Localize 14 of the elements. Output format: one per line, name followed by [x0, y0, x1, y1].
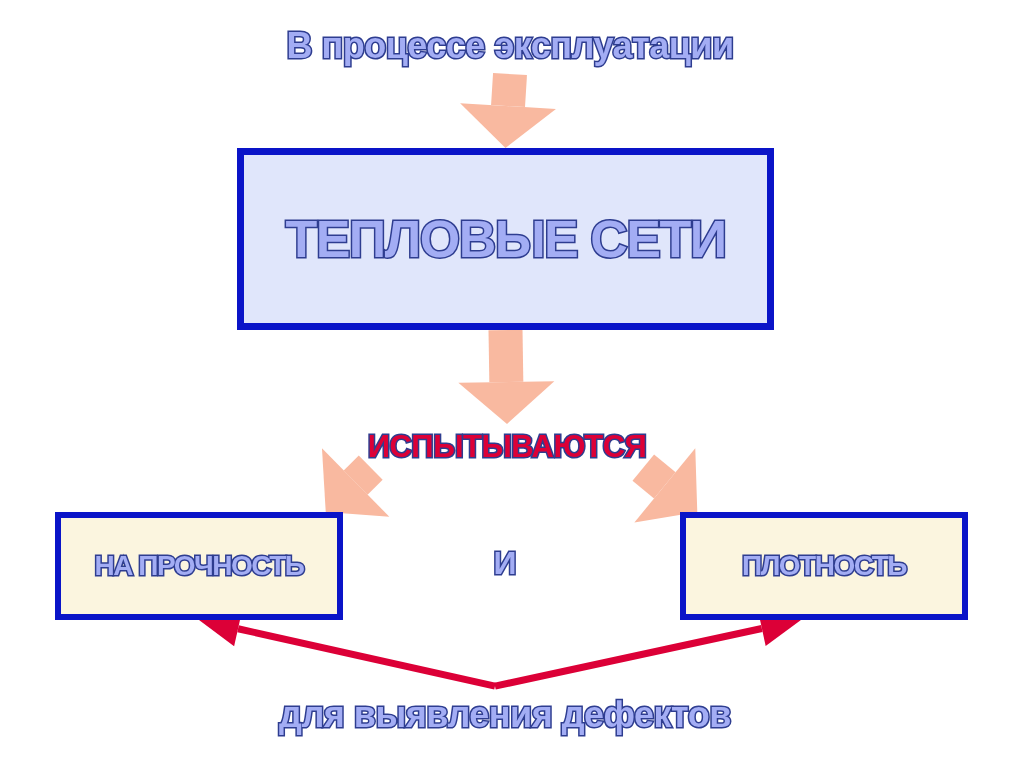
- block-arrow: [458, 329, 555, 424]
- result-box: [680, 512, 968, 620]
- box-label: ТЕПЛОВЫЕ СЕТИ: [285, 209, 726, 269]
- result-box: [55, 512, 343, 620]
- box-label: ПЛОТНОСТЬ: [742, 550, 906, 582]
- process-box: [237, 148, 774, 330]
- purpose-text: для выявления дефектов: [255, 683, 755, 747]
- action-text: ИСПЫТЫВАЮТСЯ: [362, 424, 652, 470]
- block-arrow: [321, 448, 390, 517]
- box-label: НА ПРОЧНОСТЬ: [94, 550, 304, 582]
- conjunction-text: И: [492, 545, 518, 582]
- block-arrow: [632, 448, 698, 523]
- heading-text: В процессе эксплуатации: [250, 18, 770, 74]
- block-arrow: [460, 72, 556, 148]
